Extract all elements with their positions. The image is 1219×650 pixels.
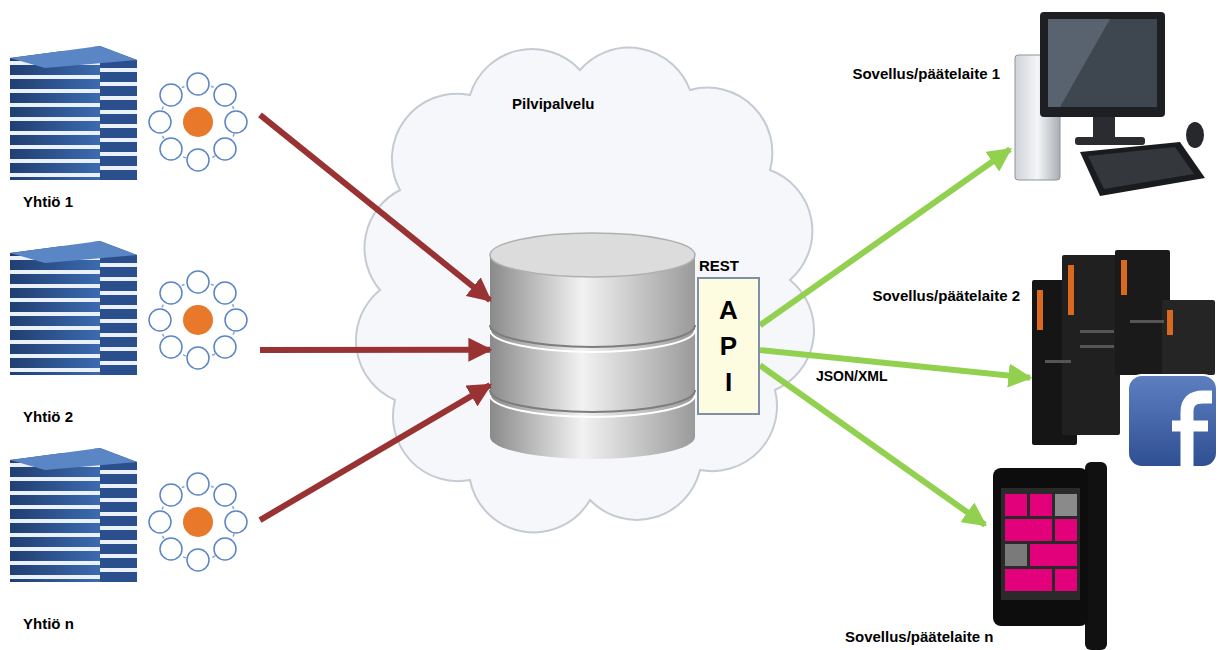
node-label: Sovellus/päätelaite 1 bbox=[852, 65, 1000, 82]
desktop-computer-part bbox=[1048, 19, 1157, 107]
desktop-computer bbox=[1015, 12, 1205, 196]
server-rack-part bbox=[1080, 330, 1114, 333]
mobile-phone-part bbox=[1001, 488, 1080, 600]
node-label: Yhtiö 1 bbox=[23, 193, 73, 210]
server-rack-part bbox=[1062, 255, 1120, 435]
server-rack-part bbox=[1080, 345, 1114, 348]
mobile-phone-part bbox=[1055, 519, 1077, 541]
device-node: Sovellus/päätelaite n bbox=[985, 458, 1105, 625]
server-rack-part bbox=[1167, 310, 1173, 335]
company-node: Yhtiö n bbox=[5, 440, 260, 632]
database-cylinder-part bbox=[490, 233, 695, 277]
api-text: A P I bbox=[716, 292, 742, 400]
cloud-database: Pilvipalvelu bbox=[490, 235, 695, 460]
buildings-part bbox=[10, 46, 137, 180]
mobile-phone-part bbox=[1055, 494, 1077, 516]
desktop-computer-part bbox=[1186, 122, 1204, 148]
facebook-logo-part bbox=[1128, 375, 1217, 467]
mobile-phone-part bbox=[1005, 544, 1027, 566]
api-box: RESTA P I bbox=[697, 277, 760, 415]
node-label: REST bbox=[699, 257, 739, 274]
desktop-computer-part bbox=[1088, 147, 1194, 189]
company-node: Yhtiö 2 bbox=[5, 235, 260, 425]
mobile-phone-part bbox=[1085, 462, 1107, 650]
mobile-phone-part bbox=[1005, 519, 1052, 541]
database-cylinder-part bbox=[490, 395, 695, 417]
database-cylinder-part bbox=[490, 325, 695, 347]
database-cylinder bbox=[490, 233, 695, 459]
server-rack-part bbox=[1045, 360, 1071, 363]
node-label: Sovellus/päätelaite n bbox=[845, 628, 993, 645]
buildings-part bbox=[10, 448, 137, 582]
buildings bbox=[10, 46, 247, 582]
server-rack-part bbox=[1068, 265, 1074, 315]
server-rack-part bbox=[1130, 320, 1164, 323]
cloud-part bbox=[356, 48, 814, 533]
database-cylinder-part bbox=[490, 255, 695, 459]
server-rack-part bbox=[1162, 300, 1215, 375]
node-label: Yhtiö n bbox=[23, 615, 74, 632]
upload-arrow bbox=[260, 115, 490, 300]
database-cylinder-part bbox=[490, 330, 695, 352]
mobile-phone-part bbox=[1005, 569, 1052, 591]
mobile-phone bbox=[993, 462, 1107, 650]
mobile-phone-part bbox=[993, 468, 1088, 626]
company-node: Yhtiö 1 bbox=[5, 40, 260, 210]
desktop-computer-part bbox=[1040, 12, 1165, 117]
node-label: Pilvipalvelu bbox=[512, 95, 595, 112]
node-label: Yhtiö 2 bbox=[23, 408, 73, 425]
server-rack-part bbox=[1037, 290, 1043, 330]
facebook-logo-part bbox=[1172, 421, 1208, 432]
device-node: Sovellus/päätelaite 1 bbox=[1010, 5, 1205, 200]
desktop-computer-part bbox=[1080, 142, 1205, 196]
buildings-part bbox=[149, 473, 247, 571]
buildings-part bbox=[149, 271, 247, 369]
mobile-phone-part bbox=[1055, 569, 1077, 591]
desktop-computer-part bbox=[1093, 117, 1115, 139]
mobile-phone-part bbox=[1030, 494, 1052, 516]
desktop-computer-part bbox=[1075, 137, 1145, 145]
api-arrow bbox=[760, 365, 985, 524]
server-rack-part bbox=[1121, 260, 1127, 295]
buildings-part bbox=[10, 241, 137, 375]
node-label: Sovellus/päätelaite 2 bbox=[872, 287, 1020, 304]
upload-arrow bbox=[260, 347, 490, 353]
upload-arrow bbox=[260, 385, 490, 520]
desktop-computer-part bbox=[1048, 19, 1110, 107]
api-arrow bbox=[760, 350, 1030, 378]
facebook-logo bbox=[1128, 375, 1217, 467]
edge-label: JSON/XML bbox=[814, 368, 890, 384]
cloud bbox=[356, 48, 814, 533]
server-rack-part bbox=[1115, 250, 1170, 375]
mobile-phone-part bbox=[1030, 544, 1077, 566]
database-cylinder-part bbox=[490, 390, 695, 412]
mobile-phone-part bbox=[1005, 494, 1027, 516]
buildings-part bbox=[149, 73, 247, 171]
device-node: Sovellus/päätelaite 2 bbox=[1030, 245, 1217, 470]
